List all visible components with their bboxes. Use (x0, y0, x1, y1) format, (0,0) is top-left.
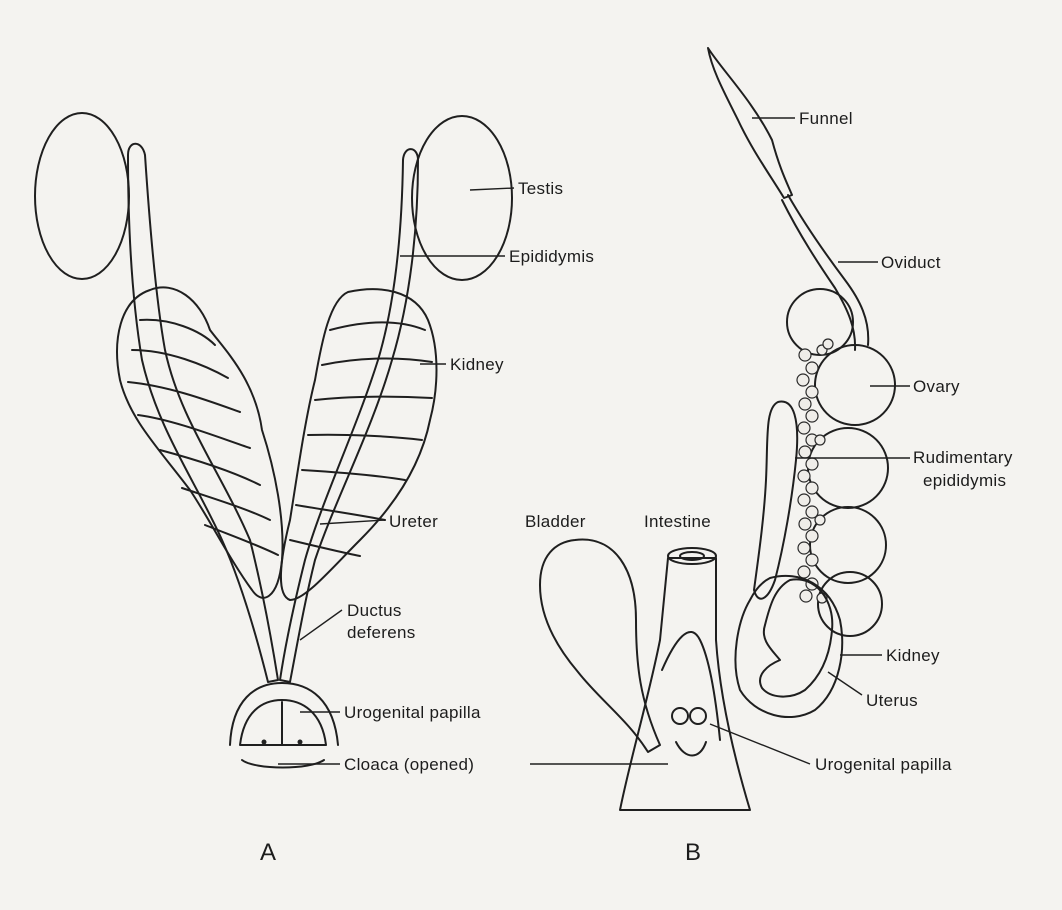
label-rudimentary-line2: epididymis (923, 471, 1006, 490)
label-testis: Testis (518, 179, 563, 198)
label-rudimentary-line1: Rudimentary (913, 448, 1013, 467)
label-oviduct: Oviduct (881, 253, 941, 272)
panel-b-female-urogenital: Funnel Oviduct Ovary Rudimentary epididy… (525, 48, 1013, 866)
left-epididymis-shape (128, 144, 278, 682)
label-cloaca: Cloaca (opened) (344, 755, 474, 774)
cloaca-shape (230, 683, 338, 768)
left-testis-shape (35, 113, 129, 279)
label-ureter: Ureter (389, 512, 438, 531)
panel-b-leader-lines (530, 118, 910, 764)
right-kidney-shape (281, 289, 437, 600)
funnel-shape (708, 48, 792, 198)
label-epididymis: Epididymis (509, 247, 594, 266)
label-urogenital-papilla-a: Urogenital papilla (344, 703, 481, 722)
panel-label-b: B (685, 839, 701, 866)
label-intestine: Intestine (644, 512, 711, 531)
panel-label-a: A (260, 839, 276, 866)
label-kidney-b: Kidney (886, 646, 940, 665)
rudimentary-epididymis-shape (754, 402, 797, 599)
ovary-shape (787, 289, 895, 636)
label-kidney-a: Kidney (450, 355, 504, 374)
label-funnel: Funnel (799, 109, 853, 128)
panel-a-male-urogenital: Testis Epididymis Kidney Ureter Ductus d… (35, 113, 594, 866)
oviduct-shape (788, 195, 868, 345)
label-urogenital-papilla-b: Urogenital papilla (815, 755, 952, 774)
label-bladder: Bladder (525, 512, 586, 531)
label-ductus-line1: Ductus (347, 601, 402, 620)
label-ovary: Ovary (913, 377, 960, 396)
label-uterus: Uterus (866, 691, 918, 710)
label-ductus-line2: deferens (347, 623, 416, 642)
